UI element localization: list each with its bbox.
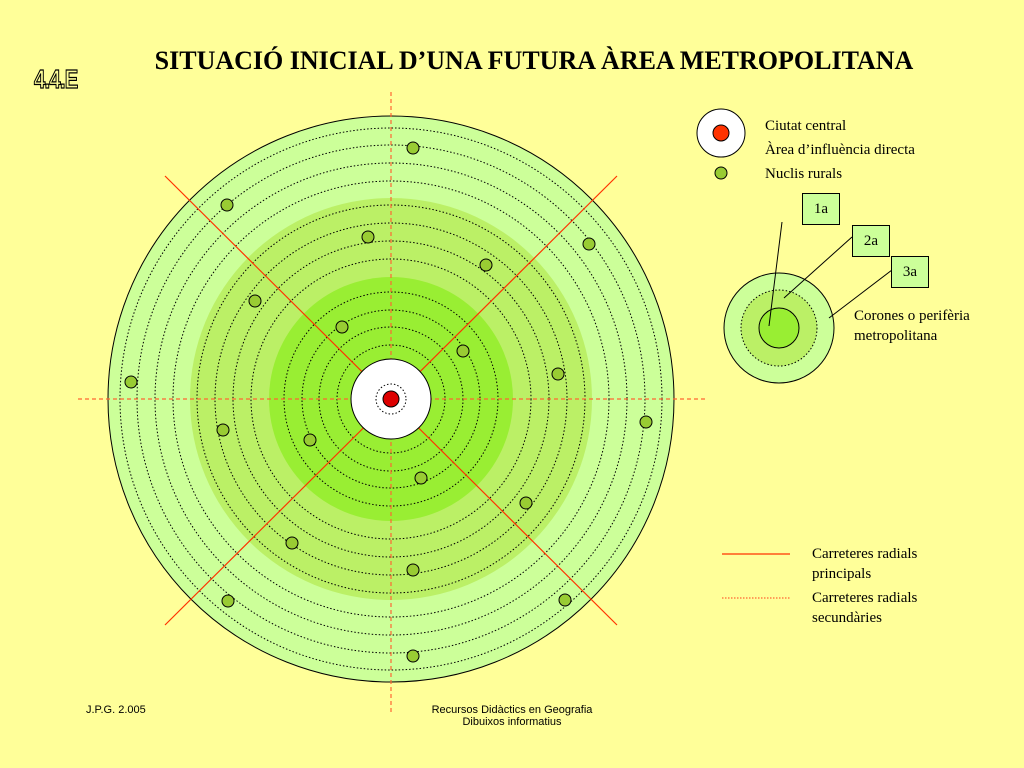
rural-nucleus — [639, 415, 653, 429]
legend-main-roads-label: Carreteres radials principals — [812, 545, 917, 584]
rural-nucleus — [216, 423, 230, 437]
crown-label-2a: 2a — [852, 225, 890, 257]
main-roads-line2: principals — [812, 565, 872, 582]
legend-rural-nuclei-label: Nuclis rurals — [765, 166, 843, 182]
rural-nucleus — [519, 496, 533, 510]
footer-author: J.P.G. 2.005 — [86, 704, 146, 716]
rural-nucleus — [558, 593, 572, 607]
rural-nucleus — [335, 320, 349, 334]
dotted-ring — [250, 258, 532, 540]
rural-nucleus — [221, 594, 235, 608]
rural-nucleus — [248, 294, 262, 308]
dotted-ring — [214, 222, 568, 576]
legend-pointer-2a — [783, 236, 853, 299]
main-diagram — [78, 92, 705, 715]
legend-secondary-roads-label: Carreteres radials secundàries — [812, 589, 917, 628]
crown-label-1a: 1a — [802, 193, 840, 225]
legend-central-city-label: Ciutat central — [765, 118, 847, 134]
rural-nucleus — [406, 141, 420, 155]
page-title: SITUACIÓ INICIAL D’UNA FUTURA ÀREA METRO… — [154, 46, 914, 75]
legend-direct-influence-label: Àrea d’influència directa — [765, 142, 915, 158]
rural-nucleus — [285, 536, 299, 550]
rural-nucleus — [551, 367, 565, 381]
rural-nucleus — [406, 649, 420, 663]
rural-nucleus — [582, 237, 596, 251]
crown-label-3a: 3a — [891, 256, 929, 288]
rural-nucleus — [414, 471, 428, 485]
legend-rural-nucleus-icon — [714, 166, 728, 180]
rural-nuclei — [124, 141, 653, 663]
rural-nucleus — [406, 563, 420, 577]
central-city — [382, 390, 400, 408]
footer-source-line2: Dibuixos informatius — [462, 716, 562, 728]
footer-source-line1: Recursos Didàctics en Geografia — [431, 704, 593, 716]
rural-nucleus — [303, 433, 317, 447]
legend-pointer-1a — [768, 221, 783, 327]
rural-nucleus — [220, 198, 234, 212]
dotted-ring — [172, 180, 610, 618]
secondary-roads-line2: secundàries — [812, 609, 882, 626]
crowns-caption-line1: Corones o perifèria — [854, 308, 970, 324]
central-city-ring — [375, 383, 407, 415]
crowns-caption: Corones o perifèria metropolitana — [854, 307, 970, 346]
rural-nucleus — [361, 230, 375, 244]
rural-nucleus — [479, 258, 493, 272]
rural-nucleus — [124, 375, 138, 389]
legend-pointer-3a — [828, 269, 893, 319]
footer-source: Recursos Didàctics en Geografia Dibuixos… — [412, 704, 612, 728]
secondary-roads-line1: Carreteres radials — [812, 590, 918, 606]
main-roads-line1: Carreteres radials — [812, 546, 918, 562]
legend-symbols — [696, 108, 893, 599]
legend-central-city-icon — [712, 124, 730, 142]
crowns-caption-line2: metropolitana — [854, 327, 938, 344]
rural-nucleus — [456, 344, 470, 358]
slide-number: 4.4.E — [34, 63, 79, 94]
legend-crown-1 — [758, 307, 800, 349]
